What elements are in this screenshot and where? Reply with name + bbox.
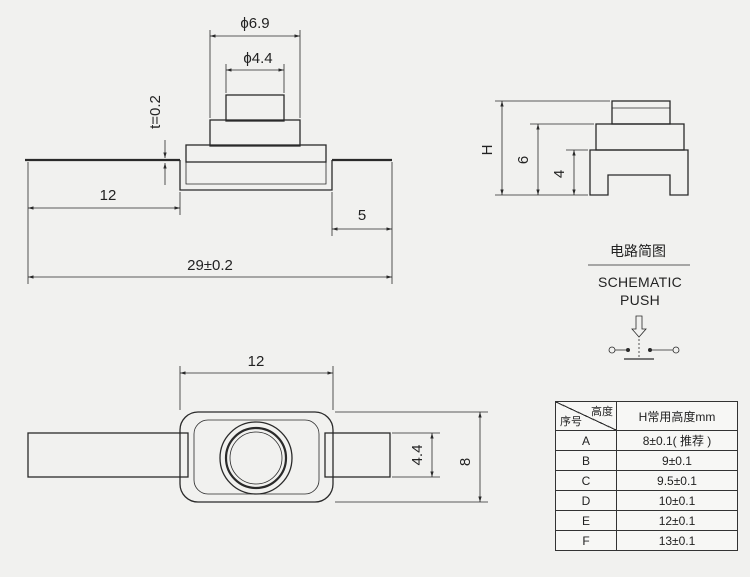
side-body xyxy=(589,149,689,196)
row-id: B xyxy=(555,450,617,471)
dim-height-6: 6 xyxy=(515,156,532,164)
dim-height-H: H xyxy=(479,145,496,156)
right-lead-bottom xyxy=(324,432,391,478)
dim-thickness: t=0.2 xyxy=(147,95,164,129)
row-value: 8±0.1( 推荐 ) xyxy=(616,430,738,451)
bottom-body xyxy=(179,411,334,503)
bottom-view: 12 4.4 8 xyxy=(27,353,488,503)
schematic-title: 电路简图 xyxy=(610,243,666,259)
terminal-icon xyxy=(608,346,616,354)
dim-bottom-width: 12 xyxy=(248,353,265,370)
height-spec-table: 高度 序号 H常用高度mm A 8±0.1( 推荐 ) B 9±0.1 C 9.… xyxy=(555,401,738,551)
side-view: H 6 4 xyxy=(479,100,689,196)
bottom-body-inner xyxy=(193,419,320,495)
actuator-outer-ring xyxy=(219,421,293,495)
dim-right-length: 5 xyxy=(358,207,366,224)
row-value: 12±0.1 xyxy=(616,510,738,531)
schematic-label: SCHEMATIC xyxy=(598,274,682,290)
actuator-inner-ring xyxy=(229,431,283,485)
schematic: 电路简图 SCHEMATIC PUSH xyxy=(588,243,690,360)
dim-height-4: 4 xyxy=(551,170,568,178)
row-id: F xyxy=(555,530,617,551)
row-value: 13±0.1 xyxy=(616,530,738,551)
side-actuator-base xyxy=(595,123,685,151)
header-common-height: H常用高度mm xyxy=(616,401,738,431)
front-view: ϕ6.9 ϕ4.4 t=0.2 12 5 29±0.2 xyxy=(25,15,393,284)
header-index: 序号 xyxy=(560,416,582,428)
dim-bottom-8: 8 xyxy=(457,458,474,466)
contact-dot-icon xyxy=(648,348,652,352)
row-value: 10±0.1 xyxy=(616,490,738,511)
dim-outer-dia: ϕ6.9 xyxy=(240,15,269,32)
left-lead-bottom xyxy=(27,432,189,478)
row-value: 9±0.1 xyxy=(616,450,738,471)
dim-bottom-4-4: 4.4 xyxy=(409,445,426,466)
row-value: 9.5±0.1 xyxy=(616,470,738,491)
table-row: B 9±0.1 xyxy=(555,450,738,471)
row-id: D xyxy=(555,490,617,511)
actuator-ring xyxy=(224,426,288,490)
row-id: A xyxy=(555,430,617,451)
row-id: C xyxy=(555,470,617,491)
push-label: PUSH xyxy=(620,292,660,308)
body-outline xyxy=(179,160,333,191)
side-actuator-cap xyxy=(611,100,671,125)
dim-inner-dia: ϕ4.4 xyxy=(243,50,272,67)
table-row: C 9.5±0.1 xyxy=(555,470,738,491)
actuator-cap xyxy=(225,94,285,122)
body-inner-outline xyxy=(185,160,327,185)
dim-left-length: 12 xyxy=(100,187,117,204)
table-row: F 13±0.1 xyxy=(555,530,738,551)
table-row: A 8±0.1( 推荐 ) xyxy=(555,430,738,451)
table-row: D 10±0.1 xyxy=(555,490,738,511)
dim-total-length: 29±0.2 xyxy=(187,257,233,274)
body-top xyxy=(185,144,327,163)
row-id: E xyxy=(555,510,617,531)
table-row: E 12±0.1 xyxy=(555,510,738,531)
contact-dot-icon xyxy=(626,348,630,352)
actuator-base xyxy=(209,119,301,147)
table-corner-header: 高度 序号 xyxy=(555,401,617,431)
header-height: 高度 xyxy=(591,406,613,418)
terminal-icon xyxy=(672,346,680,354)
push-arrow-icon xyxy=(631,315,647,338)
